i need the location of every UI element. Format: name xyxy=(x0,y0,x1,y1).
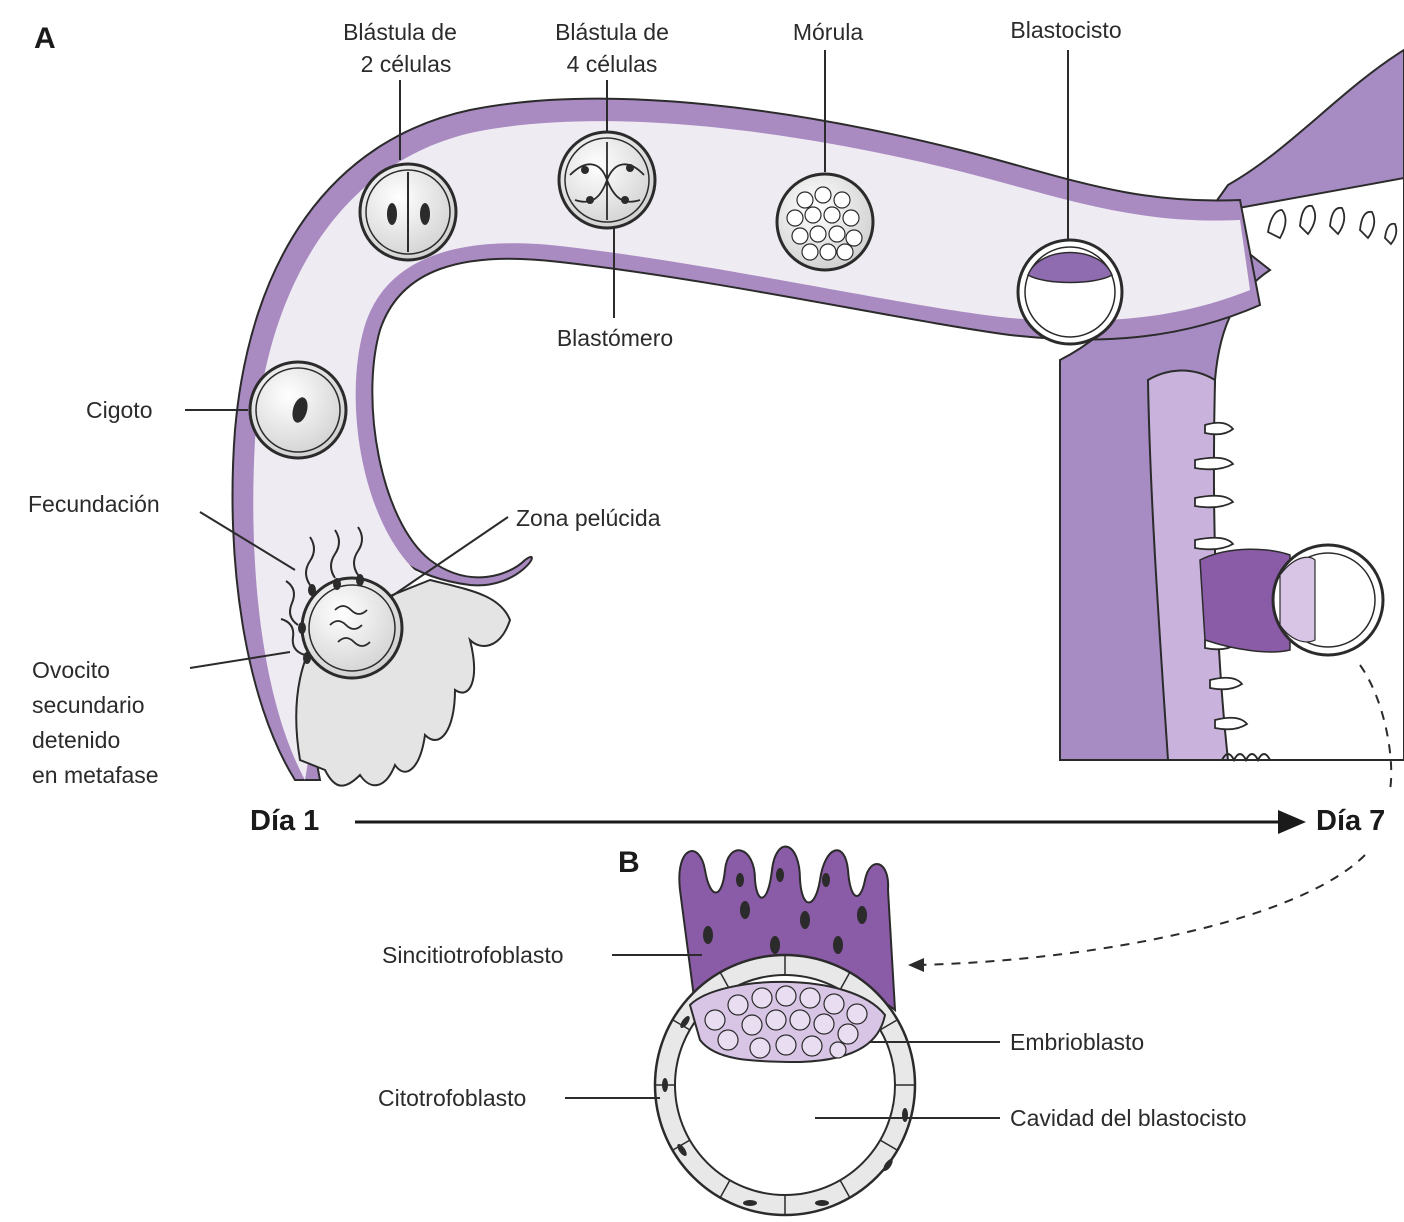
label-zona-pellucida: Zona pelúcida xyxy=(516,505,661,531)
blastula-2-cell xyxy=(360,164,456,260)
label-blastula-2-line2: 2 células xyxy=(361,51,452,77)
label-blastocyst-cavity: Cavidad del blastocisto xyxy=(1010,1105,1247,1131)
label-oocyte-line4: en metafase xyxy=(32,762,159,788)
label-blastocyst: Blastocisto xyxy=(1010,17,1121,43)
label-blastula-2-line1: Blástula de xyxy=(343,19,457,45)
panel-a-label: A xyxy=(34,22,56,55)
label-syncytiotrophoblast: Sincitiotrofoblasto xyxy=(382,942,564,968)
label-blastomere: Blastómero xyxy=(557,325,673,351)
label-cytotrophoblast: Citotrofoblasto xyxy=(378,1085,526,1111)
dashed-connector-arrowhead xyxy=(908,958,924,972)
timeline-arrow-head xyxy=(1278,810,1306,834)
zygote xyxy=(250,362,346,458)
label-morula: Mórula xyxy=(793,19,864,45)
timeline-end: Día 7 xyxy=(1316,805,1385,837)
label-blastula-4-line2: 4 células xyxy=(567,51,658,77)
label-embryoblast: Embrioblasto xyxy=(1010,1029,1144,1055)
label-blastula-4-line1: Blástula de xyxy=(555,19,669,45)
label-oocyte-line3: detenido xyxy=(32,727,120,753)
morula xyxy=(777,174,873,270)
label-fertilization: Fecundación xyxy=(28,491,160,517)
label-zygote: Cigoto xyxy=(86,397,152,423)
label-oocyte-line1: Ovocito xyxy=(32,657,110,683)
implanting-blastocyst xyxy=(1200,545,1383,655)
blastula-4-cell xyxy=(559,132,655,228)
panel-b-label: B xyxy=(618,846,640,879)
label-oocyte-line2: secundario xyxy=(32,692,145,718)
timeline-start: Día 1 xyxy=(250,805,319,837)
secondary-oocyte xyxy=(302,578,402,678)
blastocyst-in-tube xyxy=(1018,240,1122,344)
